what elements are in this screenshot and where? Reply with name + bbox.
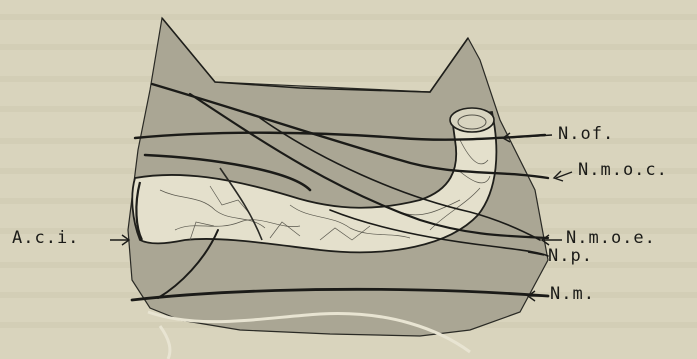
tissue-lower-left-edge <box>160 326 170 359</box>
label-n-m-o-e: N.m.o.e. <box>566 228 656 248</box>
label-n-m-o-c: N.m.o.c. <box>578 160 668 180</box>
label-n-of: N.of. <box>558 124 614 144</box>
label-a-c-i: A.c.i. <box>12 228 79 248</box>
label-n-p: N.p. <box>548 246 593 266</box>
label-n-m: N.m. <box>550 284 595 304</box>
artery-cut-end <box>450 108 494 132</box>
